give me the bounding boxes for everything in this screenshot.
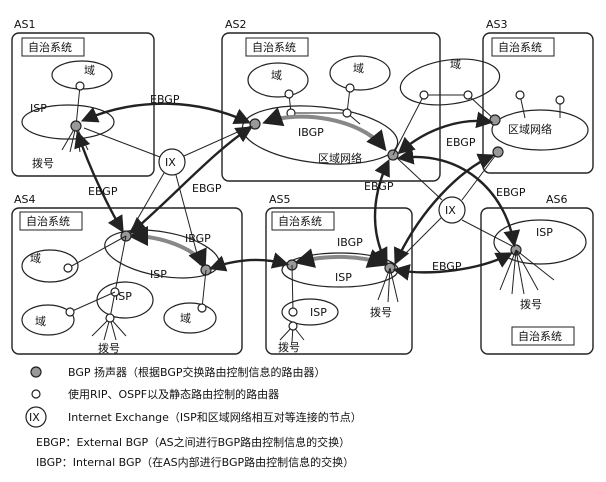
as1-isp-label: ISP <box>30 102 47 115</box>
ix-left-label: IX <box>165 156 176 169</box>
as6-isp-label: ISP <box>536 226 553 239</box>
as2-bgp-speaker-left <box>249 118 261 130</box>
as4-box <box>11 207 243 355</box>
as3-tag: 自治系统 <box>498 40 542 54</box>
legend-ebgp: EBGP：External BGP（AS之间进行BGP路由控制信息的交换） <box>36 435 350 449</box>
as4-tag: 自治系统 <box>26 214 70 228</box>
as1-bgp-speaker <box>70 120 82 132</box>
shared-domain-label: 域 <box>450 58 461 71</box>
as5-dialup-label: 拨号 <box>370 305 392 319</box>
legend-bgp-speaker-icon <box>30 366 42 378</box>
as4-label: AS4 <box>14 193 36 206</box>
ebgp-label-as4-as2: EBGP <box>192 182 222 195</box>
as5-label: AS5 <box>269 193 291 206</box>
legend-ix: Internet Exchange（ISP和区域网络相互对等连接的节点） <box>68 410 362 424</box>
ebgp-label-as5-as6: EBGP <box>432 260 462 273</box>
as5-dialup2-label: 拨号 <box>278 340 300 354</box>
ebgp-label-as2-as5: EBGP <box>364 180 394 193</box>
as5-tag: 自治系统 <box>278 214 322 228</box>
as5-contents: IBGP ISP 拨号 ISP 拨号 <box>278 236 399 354</box>
legend-bgp-speaker: BGP 扬声器（根据BGP交换路由控制信息的路由器） <box>68 365 326 379</box>
ix-right-label: IX <box>445 204 456 217</box>
as1-domain-label: 域 <box>84 64 95 77</box>
legend: BGP 扬声器（根据BGP交换路由控制信息的路由器） 使用RIP、OSPF以及静… <box>25 365 362 469</box>
ebgp-labels: EBGP EBGP EBGP EBGP EBGP EBGP EBGP <box>88 93 526 273</box>
legend-ibgp: IBGP：Internal BGP（在AS内部进行BGP路由控制信息的交换） <box>36 455 354 469</box>
as2-tag: 自治系统 <box>252 40 296 54</box>
as2-label: AS2 <box>225 18 247 31</box>
as1-dialup-label: 拨号 <box>32 156 54 170</box>
as3-contents: 区域网络 <box>489 90 589 158</box>
as3-regional-label: 区域网络 <box>508 122 552 136</box>
as4-isp-label: ISP <box>150 268 167 281</box>
ebgp-label-as1-as2: EBGP <box>150 93 180 106</box>
as1-label: AS1 <box>14 18 36 31</box>
as3-bgp-speaker-top <box>489 114 501 126</box>
as5-ibgp-label: IBGP <box>337 236 363 249</box>
as2-contents: 域 域 IBGP 区域网络 <box>241 55 399 165</box>
legend-ix-icon <box>25 406 47 428</box>
legend-rip-router: 使用RIP、OSPF以及静态路由控制的路由器 <box>68 387 279 401</box>
as4-contents: IBGP ISP 域 ISP 拨号 域 域 <box>21 226 220 355</box>
as6-dialup-label: 拨号 <box>520 297 542 311</box>
as2-regional-label: 区域网络 <box>318 151 362 165</box>
as4-domain1-label: 域 <box>30 252 41 265</box>
as1-tag: 自治系统 <box>28 40 72 54</box>
as4-ibgp-label: IBGP <box>185 232 211 245</box>
ebgp-label-as2-as3: EBGP <box>446 136 476 149</box>
as2-ibgp-label: IBGP <box>298 126 324 139</box>
as5-box <box>265 207 413 355</box>
as3-label: AS3 <box>486 18 508 31</box>
legend-ix-glyph: IX <box>29 411 40 424</box>
as6-contents: ISP 拨号 <box>493 219 587 311</box>
as4-dialup-label: 拨号 <box>98 341 120 355</box>
as3-box <box>482 32 594 174</box>
as5-isp2-label: ISP <box>310 306 327 319</box>
as5-isp-label: ISP <box>335 271 352 284</box>
as2-domain2-label: 域 <box>353 62 364 75</box>
as4-domain3-label: 域 <box>180 312 191 325</box>
ebgp-label-as1-as4: EBGP <box>88 185 118 198</box>
autonomous-system-tags: 自治系统 自治系统 自治系统 自治系统 自治系统 自治系统 <box>19 37 575 346</box>
as6-box <box>480 207 594 355</box>
legend-router-icon <box>31 389 41 399</box>
as3-bgp-speaker-bottom <box>492 146 504 158</box>
as6-label: AS6 <box>546 193 568 206</box>
ebgp-label-as3-as6: EBGP <box>496 186 526 199</box>
ebgp-arrows <box>74 102 521 281</box>
as4-domain2-label: 域 <box>35 315 46 328</box>
as6-tag: 自治系统 <box>518 329 562 343</box>
as1-contents: 域 ISP 拨号 <box>21 60 115 170</box>
as2-domain1-label: 域 <box>271 69 282 82</box>
